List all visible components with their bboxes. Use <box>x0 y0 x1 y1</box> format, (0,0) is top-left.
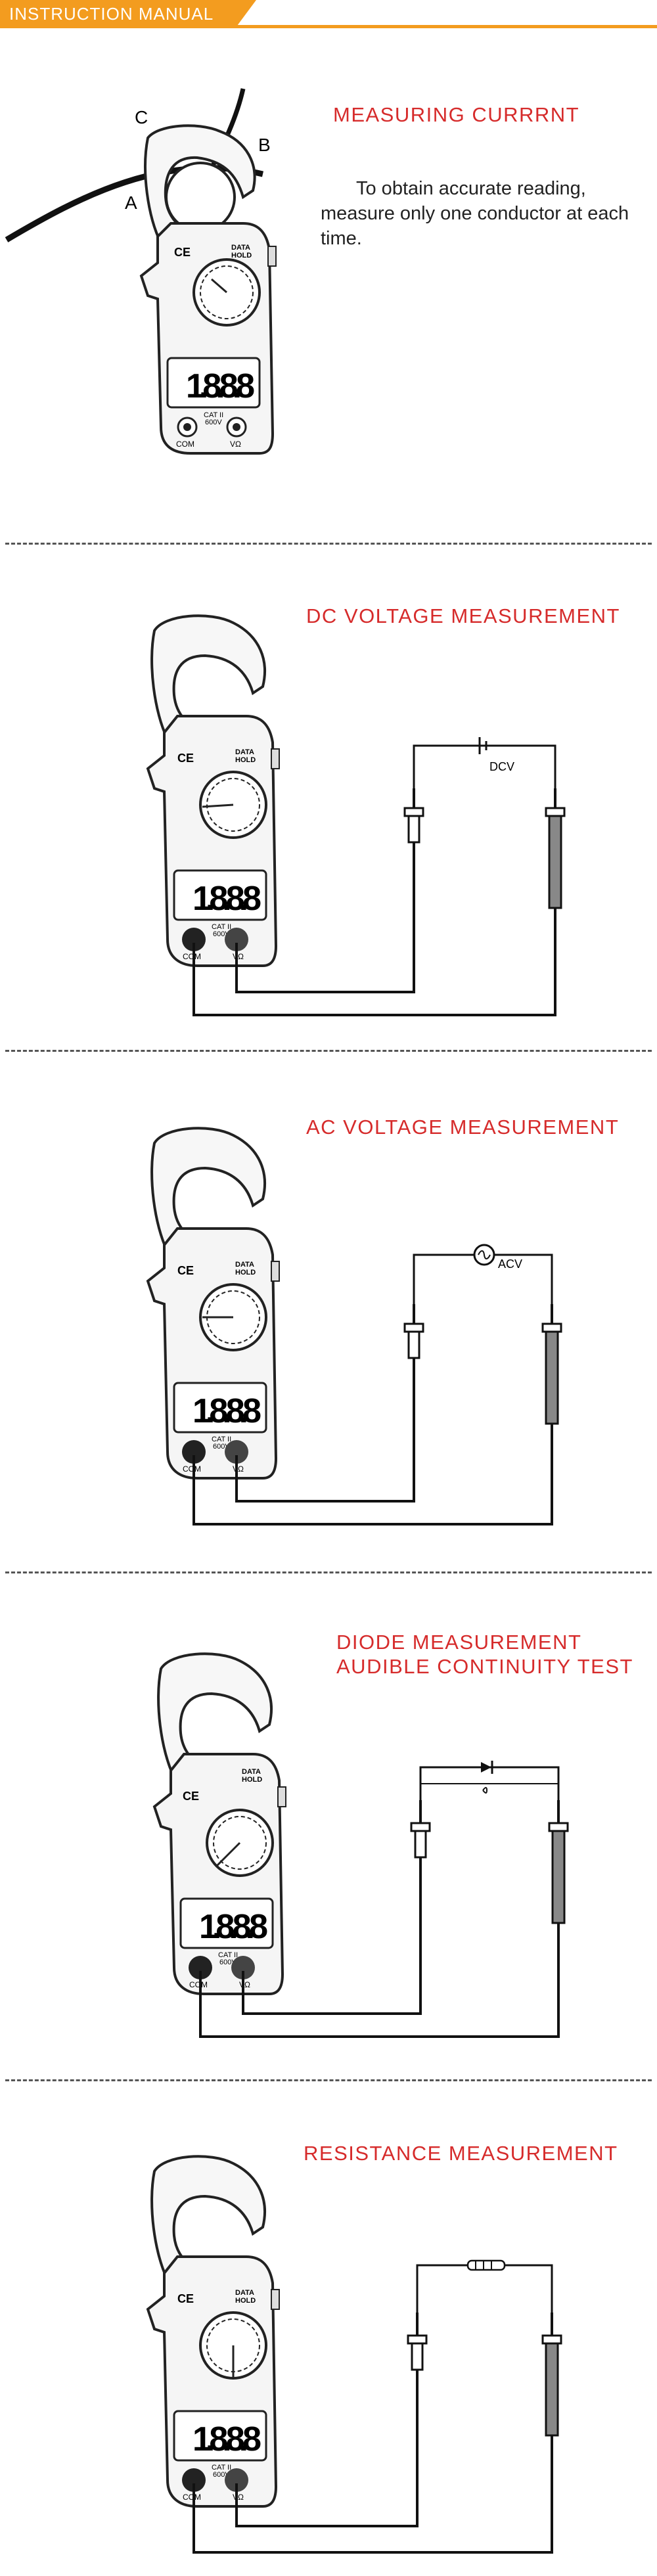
section-diode: DIODE MEASUREMENT AUDIBLE CONTINUITY TES… <box>0 1573 657 2079</box>
svg-text:1.8.8.8: 1.8.8.8 <box>193 880 261 918</box>
acv-label: ACV <box>498 1257 522 1271</box>
section-divider-1 <box>5 543 652 545</box>
section-diode-title-1: DIODE MEASUREMENT <box>336 1631 582 1654</box>
svg-text:HOLD: HOLD <box>235 756 256 764</box>
clamp-meter-2: CE DATA HOLD 1.8.8.8 CAT II 600V COM VΩ <box>146 614 280 967</box>
svg-text:CE: CE <box>183 1790 199 1803</box>
svg-text:1.8.8.8: 1.8.8.8 <box>193 1392 261 1430</box>
svg-text:CAT II: CAT II <box>204 411 223 419</box>
page-title: INSTRUCTION MANUAL <box>9 4 214 24</box>
clamp-meter-1: CE DATA HOLD 1.8.8.8 CAT II 600V COM VΩ <box>139 124 277 455</box>
svg-text:HOLD: HOLD <box>235 2297 256 2305</box>
svg-text:DATA: DATA <box>235 1261 254 1269</box>
svg-text:DATA: DATA <box>235 2289 254 2297</box>
header-bar: INSTRUCTION MANUAL <box>0 0 657 32</box>
diode-diagram: CE DATA HOLD 1.8.8.8 CAT II 600V COM VΩ <box>152 1652 569 2038</box>
svg-text:1.8.8.8: 1.8.8.8 <box>199 1908 268 1946</box>
svg-text:COM: COM <box>183 1464 201 1474</box>
svg-text:DATA: DATA <box>231 244 250 252</box>
ac-voltage-diagram: CE DATA HOLD 1.8.8.8 CAT II 600V COM VΩ <box>146 1127 562 1525</box>
svg-text:COM: COM <box>189 1980 208 1989</box>
svg-text:DATA: DATA <box>235 748 254 756</box>
svg-text:CE: CE <box>177 1264 194 1277</box>
black-lead-wire <box>193 838 556 1016</box>
section-dc-voltage: DC VOLTAGE MEASUREMENT CE DATA HOLD 1.8.… <box>0 545 657 1051</box>
svg-text:VΩ: VΩ <box>233 952 244 961</box>
svg-text:CE: CE <box>174 246 191 259</box>
section-diode-title-2: AUDIBLE CONTINUITY TEST <box>336 1655 633 1678</box>
dcv-label: DCV <box>489 760 514 773</box>
section-ac-voltage: AC VOLTAGE MEASUREMENT CE DATA HOLD 1.8.… <box>0 1051 657 1570</box>
section-divider-2 <box>5 1050 652 1052</box>
section-current-description: To obtain accurate reading, measure only… <box>321 178 629 249</box>
svg-text:VΩ: VΩ <box>233 1464 244 1474</box>
probe-black <box>541 1304 562 1425</box>
red-lead-wire <box>235 838 415 993</box>
probe-red <box>407 2313 428 2371</box>
svg-text:COM: COM <box>176 440 194 449</box>
label-a: A <box>125 192 137 213</box>
svg-text:COM: COM <box>183 2493 201 2502</box>
probe-red <box>403 1304 424 1359</box>
svg-text:HOLD: HOLD <box>231 252 252 260</box>
svg-text:DATA: DATA <box>242 1768 261 1776</box>
section-ac-title: AC VOLTAGE MEASUREMENT <box>306 1116 620 1139</box>
svg-text:CAT II: CAT II <box>218 1951 238 1959</box>
clamp-meter-3: CE DATA HOLD 1.8.8.8 CAT II 600V COM VΩ <box>146 1127 280 1480</box>
svg-text:HOLD: HOLD <box>235 1269 256 1277</box>
svg-text:HOLD: HOLD <box>242 1776 262 1784</box>
svg-text:CE: CE <box>177 2292 194 2305</box>
probe-black <box>548 1800 569 1924</box>
section-current: MEASURING CURRRNT To obtain accurate rea… <box>0 0 657 545</box>
header-underline <box>0 25 657 28</box>
header-tab <box>0 0 256 28</box>
resistance-diagram: CE DATA HOLD 1.8.8.8 CAT II 600V COM VΩ <box>146 2155 562 2554</box>
probe-red <box>410 1800 431 1859</box>
section-divider-3 <box>5 1571 652 1573</box>
section-divider-4 <box>5 2079 652 2081</box>
svg-text:VΩ: VΩ <box>239 1980 250 1989</box>
svg-text:CAT II: CAT II <box>212 1435 231 1443</box>
svg-text:CAT II: CAT II <box>212 923 231 931</box>
section-current-title: MEASURING CURRRNT <box>333 103 580 126</box>
svg-text:1.8.8.8: 1.8.8.8 <box>193 2420 261 2458</box>
svg-text:COM: COM <box>183 952 201 961</box>
label-b: B <box>258 135 271 155</box>
svg-text:1.8.8.8: 1.8.8.8 <box>186 367 255 405</box>
probe-black <box>545 788 566 909</box>
svg-text:600V: 600V <box>205 418 222 426</box>
svg-text:VΩ: VΩ <box>233 2493 244 2502</box>
clamp-meter-4: CE DATA HOLD 1.8.8.8 CAT II 600V COM VΩ <box>152 1652 286 1995</box>
probe-black <box>541 2313 562 2437</box>
clamp-meter-current-diagram: C B A CE DATA HOLD 1.8.8.8 CAT II 600V <box>5 88 277 455</box>
svg-text:VΩ: VΩ <box>230 440 241 449</box>
section-resistance-title: RESISTANCE MEASUREMENT <box>304 2142 618 2165</box>
svg-text:CE: CE <box>177 752 194 765</box>
label-c: C <box>135 107 148 127</box>
section-resistance: RESISTANCE MEASUREMENT CE DATA HOLD 1.8.… <box>0 2083 657 2576</box>
clamp-meter-5: CE DATA HOLD 1.8.8.8 CAT II 600V COM VΩ <box>146 2155 280 2508</box>
section-dc-title: DC VOLTAGE MEASUREMENT <box>306 604 620 627</box>
dc-voltage-diagram: CE DATA HOLD 1.8.8.8 CAT II 600V COM VΩ <box>146 614 566 1016</box>
svg-text:CAT II: CAT II <box>212 2464 231 2472</box>
probe-red <box>403 788 424 844</box>
